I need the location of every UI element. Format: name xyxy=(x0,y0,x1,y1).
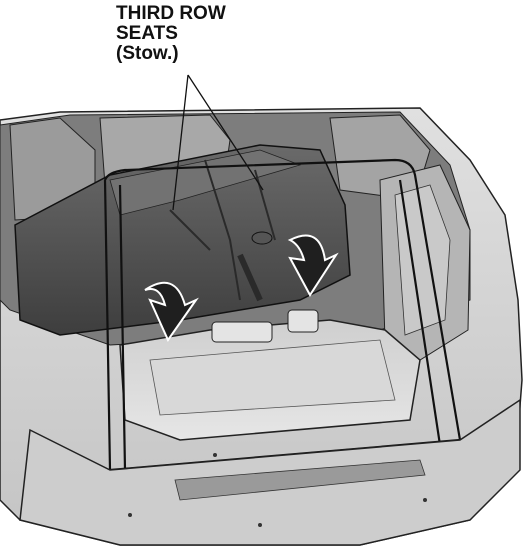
cargo-floor xyxy=(119,309,421,441)
stow-arrow-left xyxy=(144,281,199,343)
callout-leader-lines xyxy=(172,74,264,211)
rear-bumper xyxy=(19,398,521,546)
callout-line-2: SEATS xyxy=(116,23,178,44)
stow-arrow-right xyxy=(287,234,339,297)
callout-line-3: (Stow.) xyxy=(116,43,179,64)
callout-label: THIRD ROW SEATS (Stow.) xyxy=(116,4,316,64)
callout-line-1: THIRD ROW xyxy=(116,3,226,24)
